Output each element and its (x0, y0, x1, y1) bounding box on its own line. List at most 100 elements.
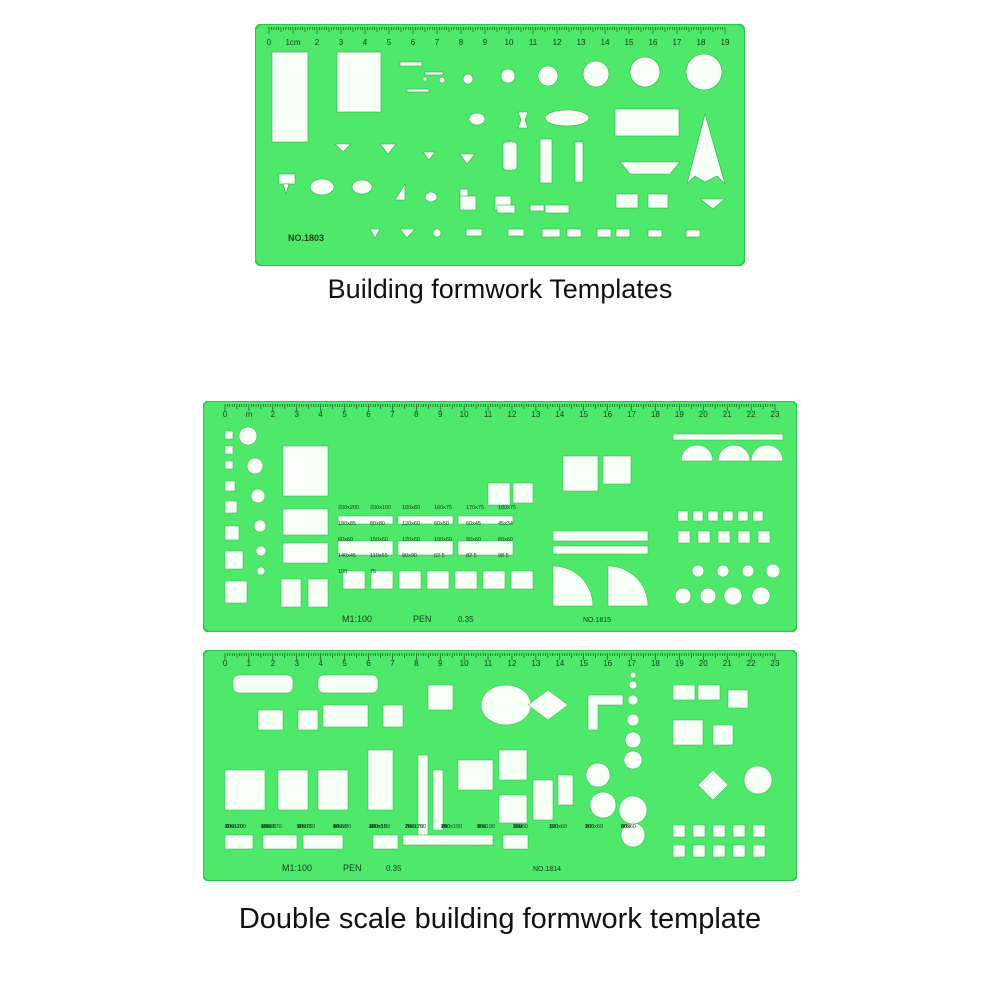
size-label: 100x100 (225, 824, 246, 830)
size-label: 90x60 (466, 537, 481, 543)
scale-number: 14 (555, 410, 564, 419)
size-label: 45 (369, 824, 375, 830)
size-label: 200x100 (370, 505, 391, 511)
scale-number: 21 (723, 659, 732, 668)
size-label: 30 (369, 824, 375, 830)
size-label: 60x50 (434, 521, 449, 527)
size-label: 90x90 (333, 824, 348, 830)
model-number: NO.1815 (583, 617, 611, 624)
scale-number: 2 (271, 659, 276, 668)
scale-number: 1 (247, 659, 252, 668)
scale-number: 11 (484, 659, 493, 668)
size-label: 60x45 (466, 521, 481, 527)
size-label: 120x60 (402, 521, 420, 527)
scale-number: 18 (697, 38, 706, 47)
scale-number: 3 (295, 410, 300, 419)
scale-number: 7 (390, 410, 395, 419)
size-label: 60x60 (621, 824, 636, 830)
size-label: 160x75 (434, 505, 452, 511)
scale-number: 7 (435, 38, 440, 47)
scale-number: 11 (484, 410, 493, 419)
scale-number: 4 (318, 410, 323, 419)
size-label: 50 (297, 824, 303, 830)
scale-number: 16 (603, 659, 612, 668)
size-label: 75x175 (405, 824, 423, 830)
scale-number: 21 (723, 410, 732, 419)
size-label: 90 (585, 824, 591, 830)
scale-number: 13 (577, 38, 586, 47)
size-label: 180x70 (297, 824, 315, 830)
size-label: 100x60 (434, 537, 452, 543)
scale-number: 18 (651, 659, 660, 668)
mm-ticks (224, 653, 776, 660)
pen-size: 0.35 (458, 615, 474, 624)
scale-number: 7 (390, 659, 395, 668)
size-label: 150x190 (441, 824, 462, 830)
scale-number: 16 (603, 410, 612, 419)
size-label: 180x75 (498, 505, 516, 511)
scale-number: 17 (627, 410, 636, 419)
scale-number: 9 (483, 38, 488, 47)
scale-number: 19 (675, 410, 684, 419)
scale-number: 23 (771, 410, 780, 419)
scale-number: 6 (366, 659, 371, 668)
scale-number: 2 (315, 38, 320, 47)
scale-number: 4 (318, 659, 323, 668)
size-label: 120x60 (549, 824, 567, 830)
scale-number: 0 (223, 410, 228, 419)
size-label: 150 (225, 824, 234, 830)
pen-label: PEN (413, 614, 432, 624)
scale-number: 18 (651, 410, 660, 419)
scale-number: 8 (414, 410, 419, 419)
scale-number: 13 (531, 410, 540, 419)
scale-number: 10 (505, 38, 514, 47)
size-label: 80x120 (225, 824, 243, 830)
size-label: 80 (621, 824, 627, 830)
size-label: 150 (477, 824, 486, 830)
scale-label: M1:100 (282, 863, 312, 873)
scale-number: 5 (342, 659, 347, 668)
size-label: 170x75 (466, 505, 484, 511)
model-number: NO.1803 (288, 233, 324, 243)
size-label: 90x190 (477, 824, 495, 830)
size-label: 150x60 (585, 824, 603, 830)
scale-number: 5 (387, 38, 392, 47)
cutout-shapes (271, 51, 726, 239)
scale-number: 0 (223, 659, 228, 668)
scale-number: 0 (267, 38, 272, 47)
model-number: NO.1814 (533, 866, 561, 873)
size-label: 90x90 (261, 824, 276, 830)
pen-label: PEN (343, 863, 362, 873)
size-label: 110x55 (370, 553, 388, 559)
scale-number: 13 (531, 659, 540, 668)
size-label: 140x70 (333, 824, 351, 830)
size-label: 150x60 (370, 537, 388, 543)
scale-number: 19 (721, 38, 730, 47)
caption-building-formwork-templates: Building formwork Templates (327, 274, 673, 304)
scale-number: m (246, 410, 253, 419)
size-label: 200 (513, 824, 522, 830)
size-label: 300 (477, 824, 486, 830)
size-label: 60x60 (338, 537, 353, 543)
scale-number: 9 (438, 410, 443, 419)
cutout-furniture (224, 426, 784, 608)
scale-number: 12 (508, 410, 517, 419)
scale-number: 17 (673, 38, 682, 47)
size-label: 50 (297, 824, 303, 830)
scale-number: 1cm (285, 38, 300, 47)
size-label: 75 (370, 569, 376, 575)
scale-number: 23 (771, 659, 780, 668)
size-label: 80x80 (370, 521, 385, 527)
scale-number: 19 (675, 659, 684, 668)
scale-number: 17 (627, 659, 636, 668)
mm-ticks (268, 27, 726, 34)
size-label: 200 (621, 824, 630, 830)
size-label: 40 (333, 824, 339, 830)
size-label: 300 (549, 824, 558, 830)
